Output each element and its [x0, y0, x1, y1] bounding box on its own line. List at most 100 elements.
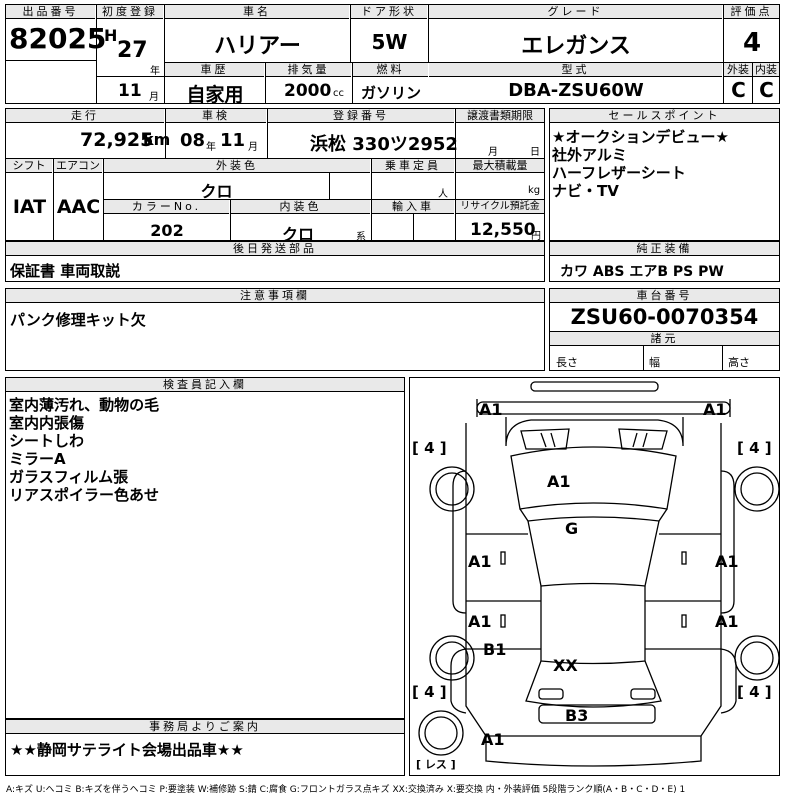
tire-fr: [ 4 ] [737, 439, 772, 457]
office-text: ★★静岡サテライト会場出品車★★ [10, 741, 244, 759]
displacement-unit: cc [333, 88, 344, 99]
sales-points-section [549, 108, 780, 241]
vehicle-info-section [5, 108, 545, 241]
recycle-amount: 12,550 [470, 220, 536, 240]
inspector-label: 検査員記入欄 [6, 378, 404, 392]
ac-label: エアコン [54, 159, 102, 173]
chassis-number: ZSU60-0070354 [570, 305, 759, 329]
inspection-month-unit: 月 [248, 142, 258, 153]
displacement-label: 排気量 [266, 63, 351, 77]
int-color-label: 内装色 [231, 200, 370, 214]
grade-label: グレード [429, 5, 722, 19]
inspector-item: 室内内張傷 [9, 414, 85, 432]
history: 自家用 [186, 84, 244, 106]
inspector-item: ミラーA [9, 450, 66, 468]
interior-grade: C [759, 78, 774, 102]
max-load-unit: kg [528, 185, 541, 196]
door-type: 5W [371, 30, 408, 54]
era: H [104, 26, 118, 45]
tire-rr: [ 4 ] [737, 683, 772, 701]
length-label: 長さ [556, 356, 578, 369]
inspector-item: 室内薄汚れ、動物の毛 [9, 396, 160, 414]
plate-label: 登録番号 [268, 109, 454, 123]
inspection-year-unit: 年 [206, 142, 216, 153]
mileage: 72,925 [80, 129, 154, 151]
mark-rl-door: A1 [468, 612, 492, 631]
spare-tire: [ レス ] [416, 758, 456, 771]
ext-color-label: 外装色 [104, 159, 370, 173]
reg-month-unit: 月 [149, 92, 159, 103]
inspector-section [5, 377, 405, 719]
chassis-label: 車台番号 [550, 289, 779, 303]
tire-rl: [ 4 ] [412, 683, 447, 701]
mark-rr-door: A1 [715, 612, 739, 631]
shift-label: シフト [6, 159, 52, 173]
inspector-item: リアスポイラー色あせ [9, 486, 160, 504]
later-parts: 保証書 車両取説 [10, 262, 121, 280]
car-outline-svg [418, 381, 779, 767]
import-label: 輸入車 [372, 200, 454, 214]
mark-fl-door: A1 [468, 552, 492, 571]
history-label: 車歴 [165, 63, 264, 77]
damage-diagram: A1 A1 A1 G A1 A1 A1 A1 B1 XX B3 A1 [ 4 ]… [409, 377, 780, 776]
mark-front-right: A1 [703, 400, 727, 419]
notes-label: 注意事項欄 [6, 289, 544, 303]
mark-trunk: XX [553, 656, 578, 675]
equipment-section [549, 241, 780, 282]
int-color: クロ [282, 225, 315, 244]
mileage-label: 走行 [6, 109, 164, 123]
grade: エレガンス [521, 34, 631, 59]
door-label: ドア形状 [351, 5, 427, 19]
width-label: 幅 [649, 356, 660, 369]
inspector-list: 室内薄汚れ、動物の毛 室内内張傷 シートしわ ミラーA ガラスフィルム張 リアス… [9, 396, 159, 504]
inspector-item: ガラスフィルム張 [9, 468, 129, 486]
equipment-label: 純正装備 [550, 242, 779, 256]
model: DBA-ZSU60W [508, 80, 644, 101]
lot-label: 出品番号 [6, 5, 95, 19]
capacity-label: 乗車定員 [372, 159, 454, 173]
mark-hood: A1 [547, 472, 571, 491]
sales-point: ★オークションデビュー★ [552, 128, 729, 146]
car-name-label: 車名 [165, 5, 349, 19]
spec-label: 諸元 [550, 332, 779, 346]
plate-number: 浜松 330ツ2952 [310, 134, 458, 155]
height-label: 高さ [728, 356, 750, 369]
mark-rear-bumper: B3 [565, 706, 589, 725]
notes-text: パンク修理キット欠 [10, 311, 146, 329]
tire-fl: [ 4 ] [412, 439, 447, 457]
header-section [5, 4, 780, 104]
later-parts-label: 後日発送部品 [6, 242, 544, 256]
legend: A:キズ U:ヘコミ B:キズを伴うヘコミ P:要塗装 W:補修跡 S:錆 C:… [6, 785, 686, 795]
mileage-unit: km [143, 130, 171, 149]
sales-point: ナビ・TV [552, 182, 619, 200]
mark-roof: G [565, 519, 579, 538]
model-label: 型式 [429, 63, 722, 77]
color-no-label: カラーNo. [104, 200, 229, 214]
score: 4 [742, 28, 762, 58]
capacity-unit: 人 [438, 189, 448, 200]
shift: IAT [12, 196, 47, 218]
inspection-month: 11 [220, 130, 246, 151]
fuel: ガソリン [360, 84, 421, 102]
inspector-item: シートしわ [9, 432, 85, 450]
equipment-items: カワ ABS エアB PS PW [560, 264, 724, 280]
displacement: 2000 [284, 81, 332, 101]
office-section [5, 719, 405, 776]
transfer-month-unit: 月 [488, 147, 498, 158]
office-label: 事務局よりご案内 [6, 720, 404, 734]
reg-month: 11 [118, 81, 142, 101]
sales-point: 社外アルミ [552, 146, 627, 164]
interior-label: 内装 [753, 63, 779, 77]
car-name: ハリアー [214, 34, 301, 59]
exterior-label: 外装 [724, 63, 752, 77]
mark-rear-left: A1 [481, 730, 505, 749]
inspection-label: 車検 [166, 109, 266, 123]
mark-fr-door: A1 [715, 552, 739, 571]
mark-rl-quarter: B1 [483, 640, 507, 659]
score-label: 評価点 [724, 5, 779, 19]
mark-front-left: A1 [479, 400, 503, 419]
sales-points-list: ★オークションデビュー★ 社外アルミ ハーフレザーシート ナビ・TV [552, 128, 729, 200]
ac: AAC [56, 196, 101, 218]
reg-year-unit: 年 [150, 66, 160, 77]
fuel-label: 燃料 [353, 63, 428, 77]
